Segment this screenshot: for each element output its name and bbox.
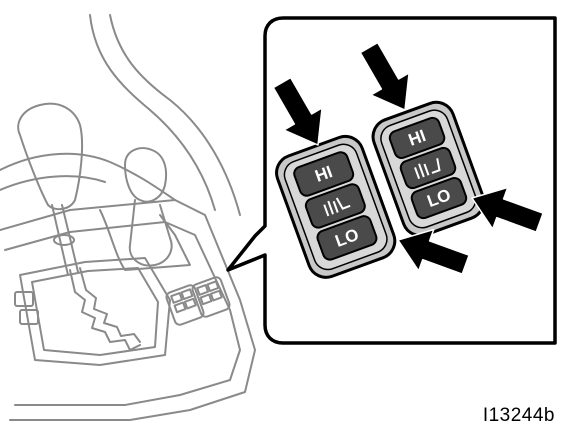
right-hi-button[interactable]: HI [388,116,446,160]
right-heater-icon-button [399,146,457,190]
seat-heater-icon [414,158,441,180]
left-lo-button[interactable]: LO [316,214,379,261]
right-lo-button[interactable]: LO [410,176,468,220]
left-hi-button[interactable]: HI [292,150,355,197]
left-heater-icon-button [304,183,366,229]
seat-heater-icon [323,197,351,217]
left-seat-heater-switch: HI LO [275,134,397,279]
center-console [0,14,256,421]
svg-text:HI: HI [406,126,428,150]
svg-text:HI: HI [312,162,334,186]
figure-code: I13244b [482,405,555,426]
console-switch-panel [165,276,231,326]
right-seat-heater-switch: HI LO [371,100,486,238]
